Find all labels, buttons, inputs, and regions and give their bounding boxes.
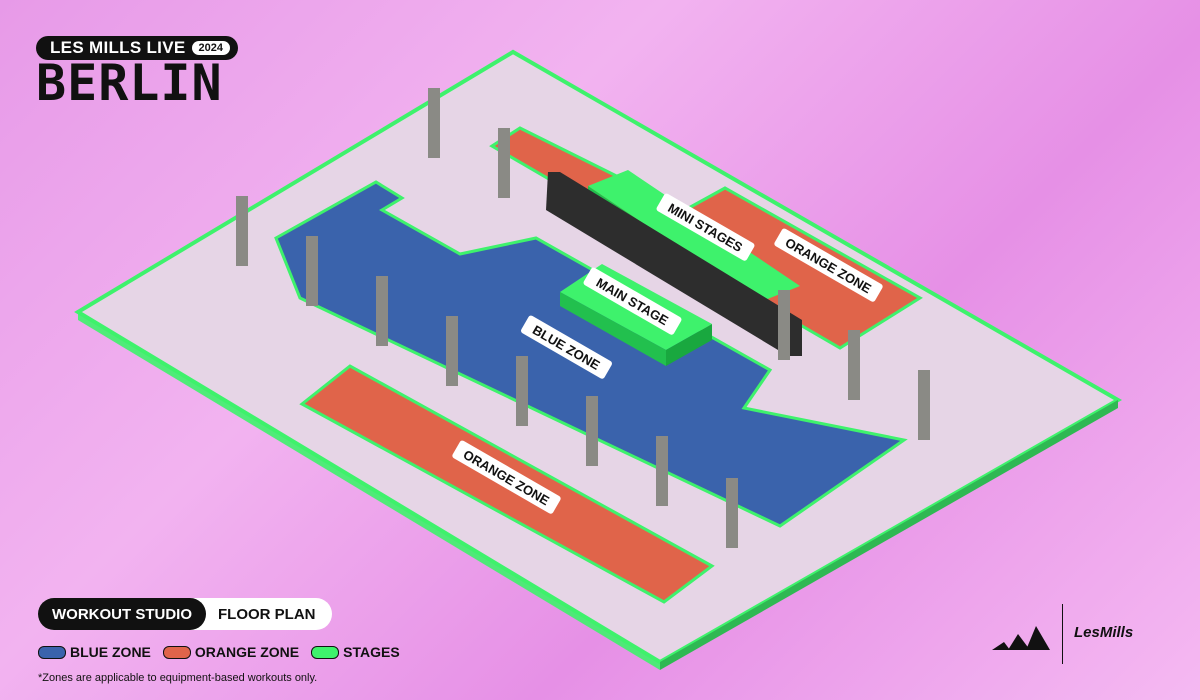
title-tabs: WORKOUT STUDIO FLOOR PLAN — [38, 598, 332, 630]
legend-item-blue: BLUE ZONE — [38, 644, 151, 660]
legend-item-orange: ORANGE ZONE — [162, 644, 300, 660]
legend-swatch-orange — [162, 645, 191, 659]
divider-wall — [546, 172, 802, 356]
legend-item-stages: STAGES — [311, 644, 400, 660]
tab-workout-studio: WORKOUT STUDIO — [38, 598, 206, 630]
legend-swatch-blue — [38, 645, 66, 659]
legend: BLUE ZONE ORANGE ZONE STAGES — [38, 644, 400, 660]
brand-divider — [1062, 604, 1063, 664]
legend-swatch-stages — [311, 645, 340, 659]
lesmills-logo: LesMills — [1074, 624, 1134, 641]
event-pill: LES MILLS LIVE 2024 — [36, 36, 238, 60]
footnote: *Zones are applicable to equipment-based… — [38, 672, 318, 684]
event-city: BERLIN — [36, 54, 223, 112]
tab-floor-plan: FLOOR PLAN — [218, 605, 316, 623]
pillars — [236, 88, 930, 548]
legend-label: BLUE ZONE — [70, 644, 151, 660]
adidas-logo-icon — [992, 626, 1050, 650]
legend-label: STAGES — [343, 644, 400, 660]
event-name: LES MILLS LIVE — [50, 38, 186, 57]
event-year: 2024 — [191, 41, 230, 55]
legend-label: ORANGE ZONE — [194, 644, 300, 660]
